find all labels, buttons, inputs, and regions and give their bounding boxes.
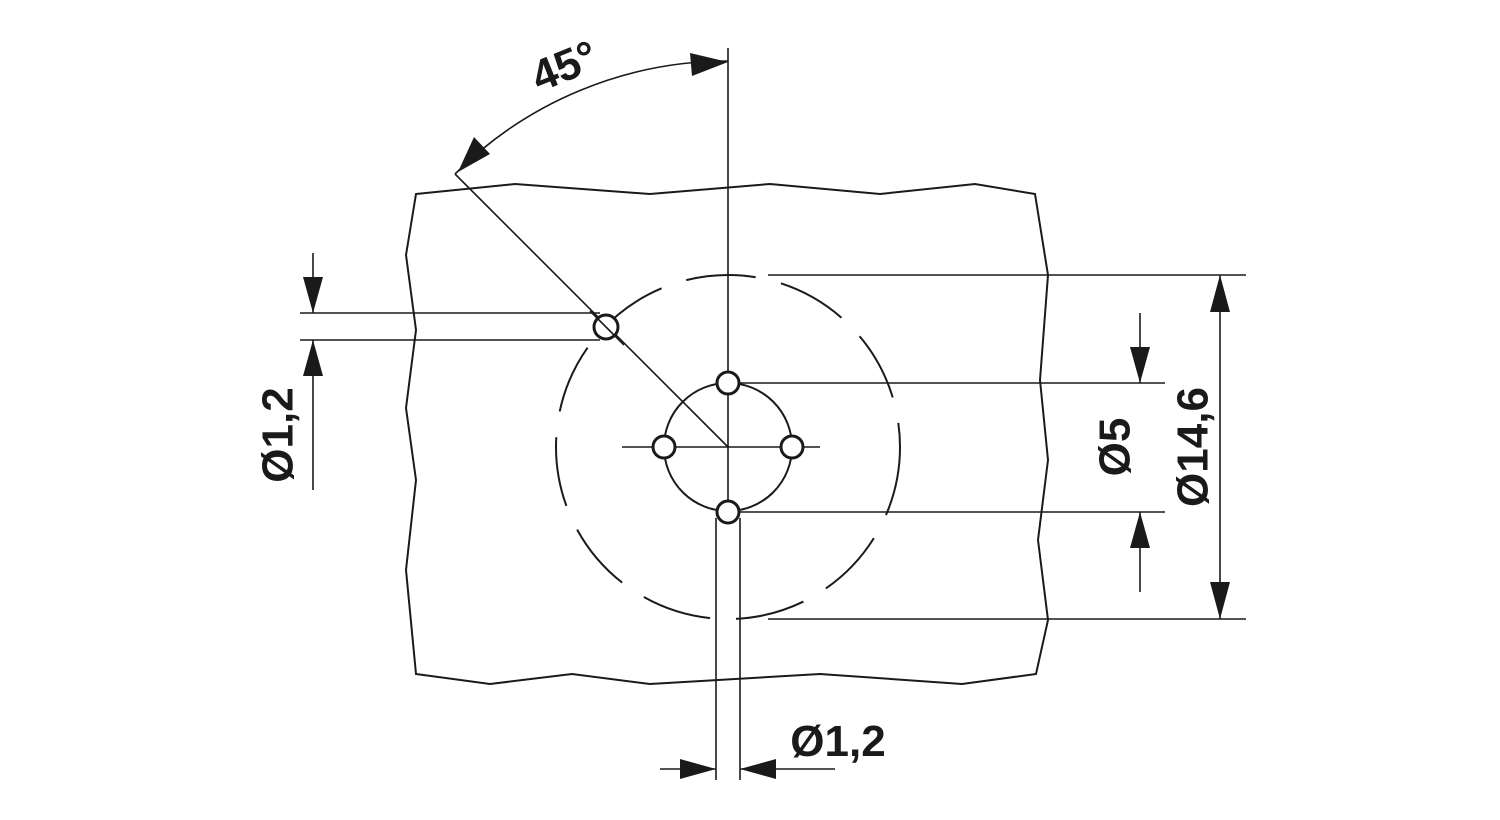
dim-label-hole-bottom: Ø1,2: [790, 717, 885, 766]
dim-arrow-bottom-right: [740, 759, 776, 779]
hole-bottom: [715, 499, 741, 525]
dim-label-hole-left: Ø1,2: [254, 387, 303, 482]
dim-label-outer-circle: Ø14,6: [1169, 387, 1218, 507]
dim-label-angle: 45°: [525, 31, 605, 101]
angle-arrow-top: [690, 53, 728, 76]
angled-reference-line: [454, 173, 729, 448]
hole-top: [715, 370, 741, 396]
hole-right: [779, 434, 805, 460]
dim-arrow-left-lower: [303, 340, 323, 376]
locating-hole-crossline: [589, 310, 625, 346]
dim-arrow-outer-lower: [1210, 582, 1230, 619]
dim-arrow-pitch-upper: [1130, 347, 1150, 383]
angle-arrow-left: [458, 137, 490, 172]
dim-arrow-bottom-left: [680, 759, 716, 779]
dim-label-pitch-circle: Ø5: [1091, 418, 1140, 477]
dim-arrow-pitch-lower: [1130, 512, 1150, 548]
dim-arrow-left-upper: [303, 277, 323, 313]
angle-arc: [454, 60, 729, 175]
dim-arrow-outer-upper: [1210, 275, 1230, 312]
hole-left: [651, 434, 677, 460]
panel-outline: [404, 182, 1050, 686]
